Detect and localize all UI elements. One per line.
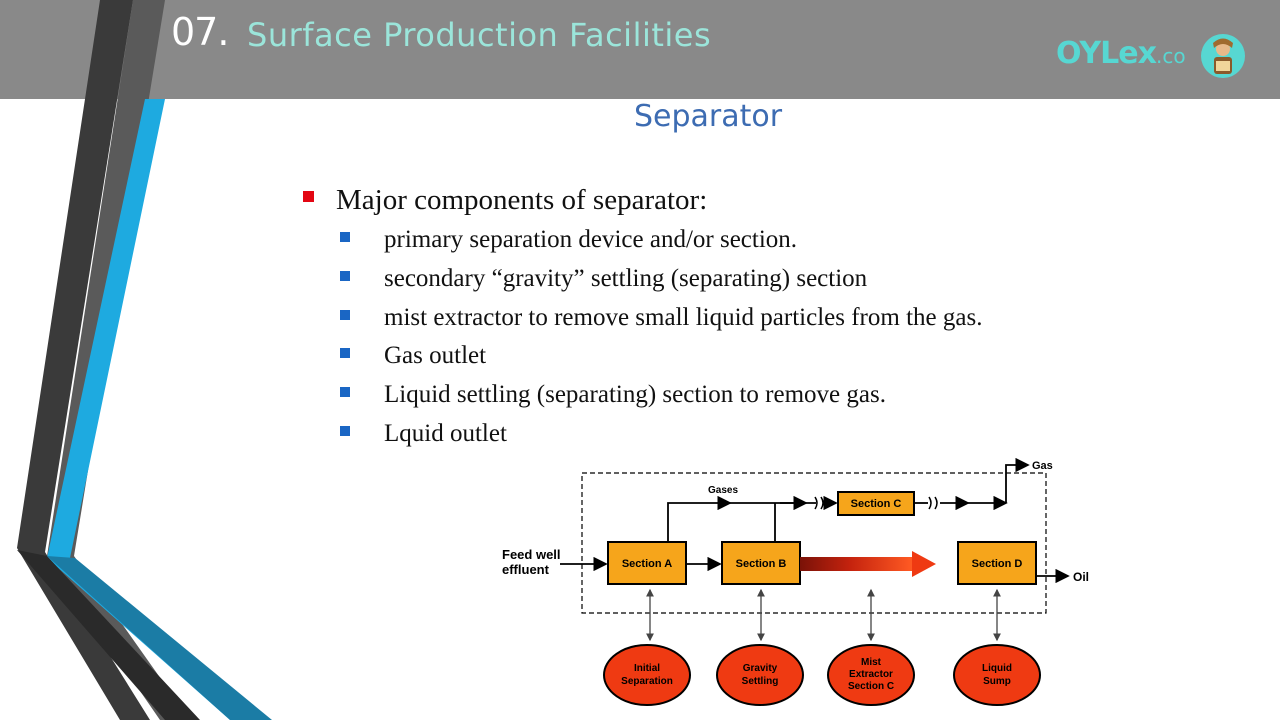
main-bullet-text: Major components of separator:	[336, 184, 708, 216]
vessel-boundary	[581, 472, 1047, 614]
blue-bullet-marker	[340, 425, 350, 436]
ellipse-3-line1: Mist	[861, 657, 882, 668]
blue-bullet-marker	[340, 270, 350, 281]
avatar-icon	[1201, 34, 1245, 78]
ellipse-2-line1: Gravity	[743, 663, 778, 674]
ellipse-1-line1: Initial	[634, 663, 660, 674]
slide-number: 07.	[171, 10, 229, 54]
gases-label: Gases	[708, 485, 738, 496]
decorative-stripes	[17, 0, 272, 720]
section-a-box	[607, 541, 687, 585]
feed-label-line2: effluent	[502, 562, 550, 577]
blue-bullet-marker	[340, 232, 350, 242]
oil-outlet-label: Oil	[1073, 570, 1089, 584]
section-b-box	[721, 541, 801, 585]
liquid-flow-bar	[800, 557, 912, 571]
section-c-label: Section C	[851, 498, 902, 510]
logo-wordmark: OYLex.co	[1056, 36, 1186, 71]
header-bar	[0, 0, 1280, 99]
break-mark	[928, 496, 938, 510]
liquid-flow-arrowhead	[912, 551, 936, 577]
section-heading: Separator	[634, 99, 783, 134]
blue-bullet-marker	[340, 348, 350, 359]
ellipse-3-line2: Extractor	[849, 669, 893, 680]
ellipse-liquid-sump	[953, 644, 1041, 706]
oylex-logo: OYLex.co	[1056, 32, 1251, 82]
gas-line-from-a	[667, 495, 732, 542]
ellipse-initial-separation	[603, 644, 691, 706]
section-b-label: Section B	[736, 558, 787, 570]
separator-diagram: Feed well effluent Section A Section B G…	[502, 457, 1089, 706]
break-mark	[814, 496, 824, 510]
ellipse-4-line2: Sump	[983, 676, 1011, 687]
gas-outlet-label: Gas	[1032, 460, 1053, 472]
ellipse-gravity-settling	[716, 644, 804, 706]
blue-bullet-marker	[340, 387, 350, 398]
ellipse-mist-extractor	[827, 644, 915, 706]
ellipse-3-line3: Section C	[848, 681, 894, 692]
red-bullet-marker	[303, 191, 314, 202]
section-a-label: Section A	[622, 558, 672, 570]
ellipse-2-line2: Settling	[742, 676, 779, 687]
blue-bullet-marker	[340, 309, 350, 320]
gas-outlet-arrow	[1005, 457, 1030, 503]
ellipse-1-line2: Separation	[621, 676, 673, 687]
feed-label-line1: Feed well	[502, 547, 561, 562]
ellipse-4-line1: Liquid	[982, 663, 1012, 674]
section-d-box	[957, 541, 1037, 585]
slide-title: Surface Production Facilities	[247, 16, 712, 54]
section-d-label: Section D	[972, 558, 1023, 570]
